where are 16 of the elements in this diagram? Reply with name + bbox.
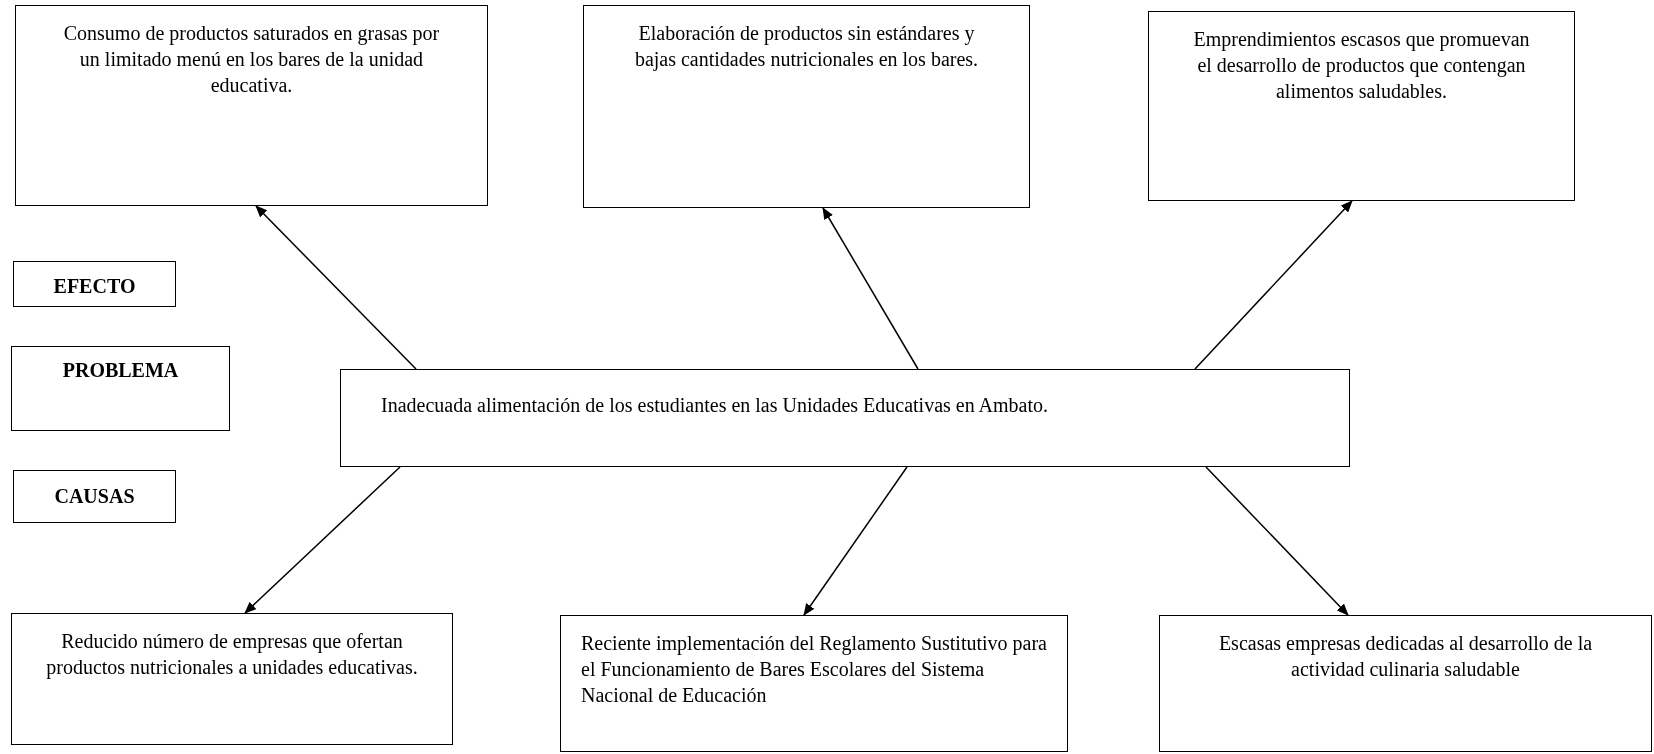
arrow: [244, 466, 401, 614]
arrow: [1194, 200, 1353, 370]
arrow: [1205, 466, 1349, 616]
row-label-box: CAUSAS: [13, 470, 176, 523]
cause-box: Reducido número de empresas que ofertan productos nutricionales a unidades educativas.: [11, 613, 453, 745]
arrow: [803, 466, 908, 616]
arrow: [822, 207, 919, 370]
cause-box: Escasas empresas dedicadas al desarrollo de la actividad culinaria saludable: [1159, 615, 1652, 752]
cause-box: Reciente implementación del Reglamento Sustitutivo para el Funcionamiento de Bares Escolares del Sistema Nacional de Educación: [560, 615, 1068, 752]
effect-box: Consumo de productos saturados en grasas por un limitado menú en los bares de la unidad educativa.: [15, 5, 488, 206]
row-label-box: PROBLEMA: [11, 346, 230, 431]
effect-box: Elaboración de productos sin estándares y bajas cantidades nutricionales en los bares.: [583, 5, 1030, 208]
problem-box: Inadecuada alimentación de los estudiantes en las Unidades Educativas en Ambato.: [340, 369, 1350, 467]
effect-box: Emprendimientos escasos que promuevan el desarrollo de productos que contengan alimentos saludables.: [1148, 11, 1575, 201]
row-label-box: EFECTO: [13, 261, 176, 307]
arrow: [255, 205, 417, 370]
